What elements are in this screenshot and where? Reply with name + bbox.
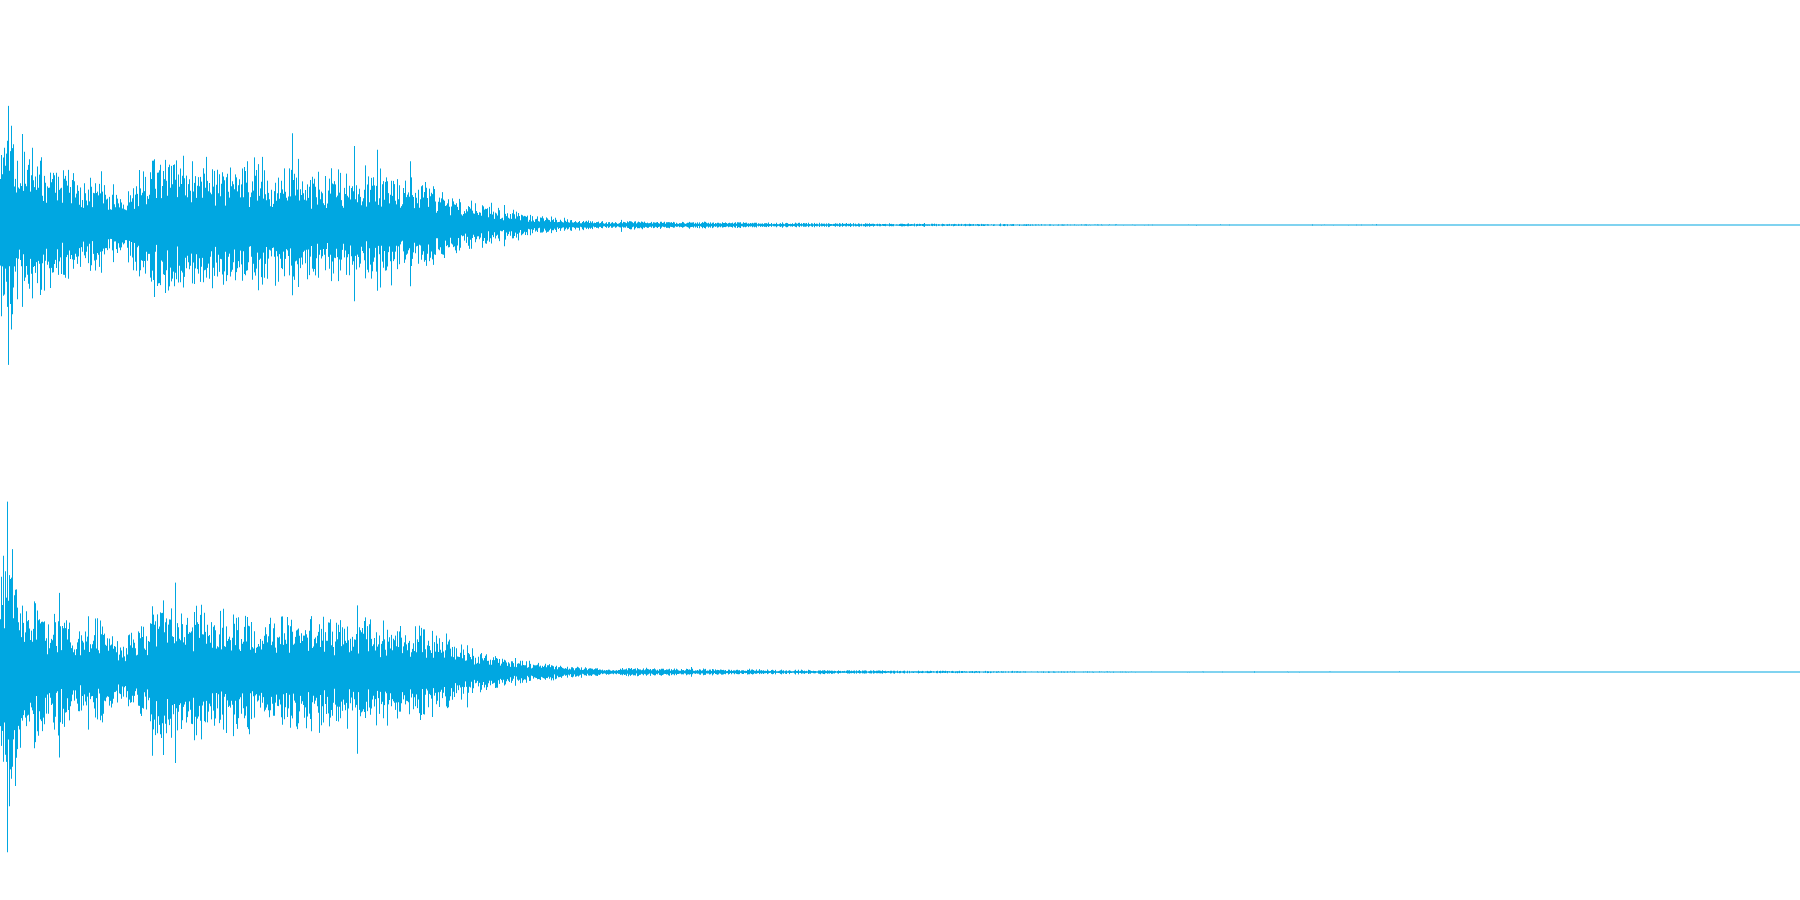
channel-left-svg [0,105,1800,365]
channel-right-wave [0,501,1400,853]
channel-left-waveform [0,105,1800,365]
channel-right-waveform [0,450,1800,900]
channel-right-svg [0,501,1800,853]
channel-left-wave [0,105,1400,365]
